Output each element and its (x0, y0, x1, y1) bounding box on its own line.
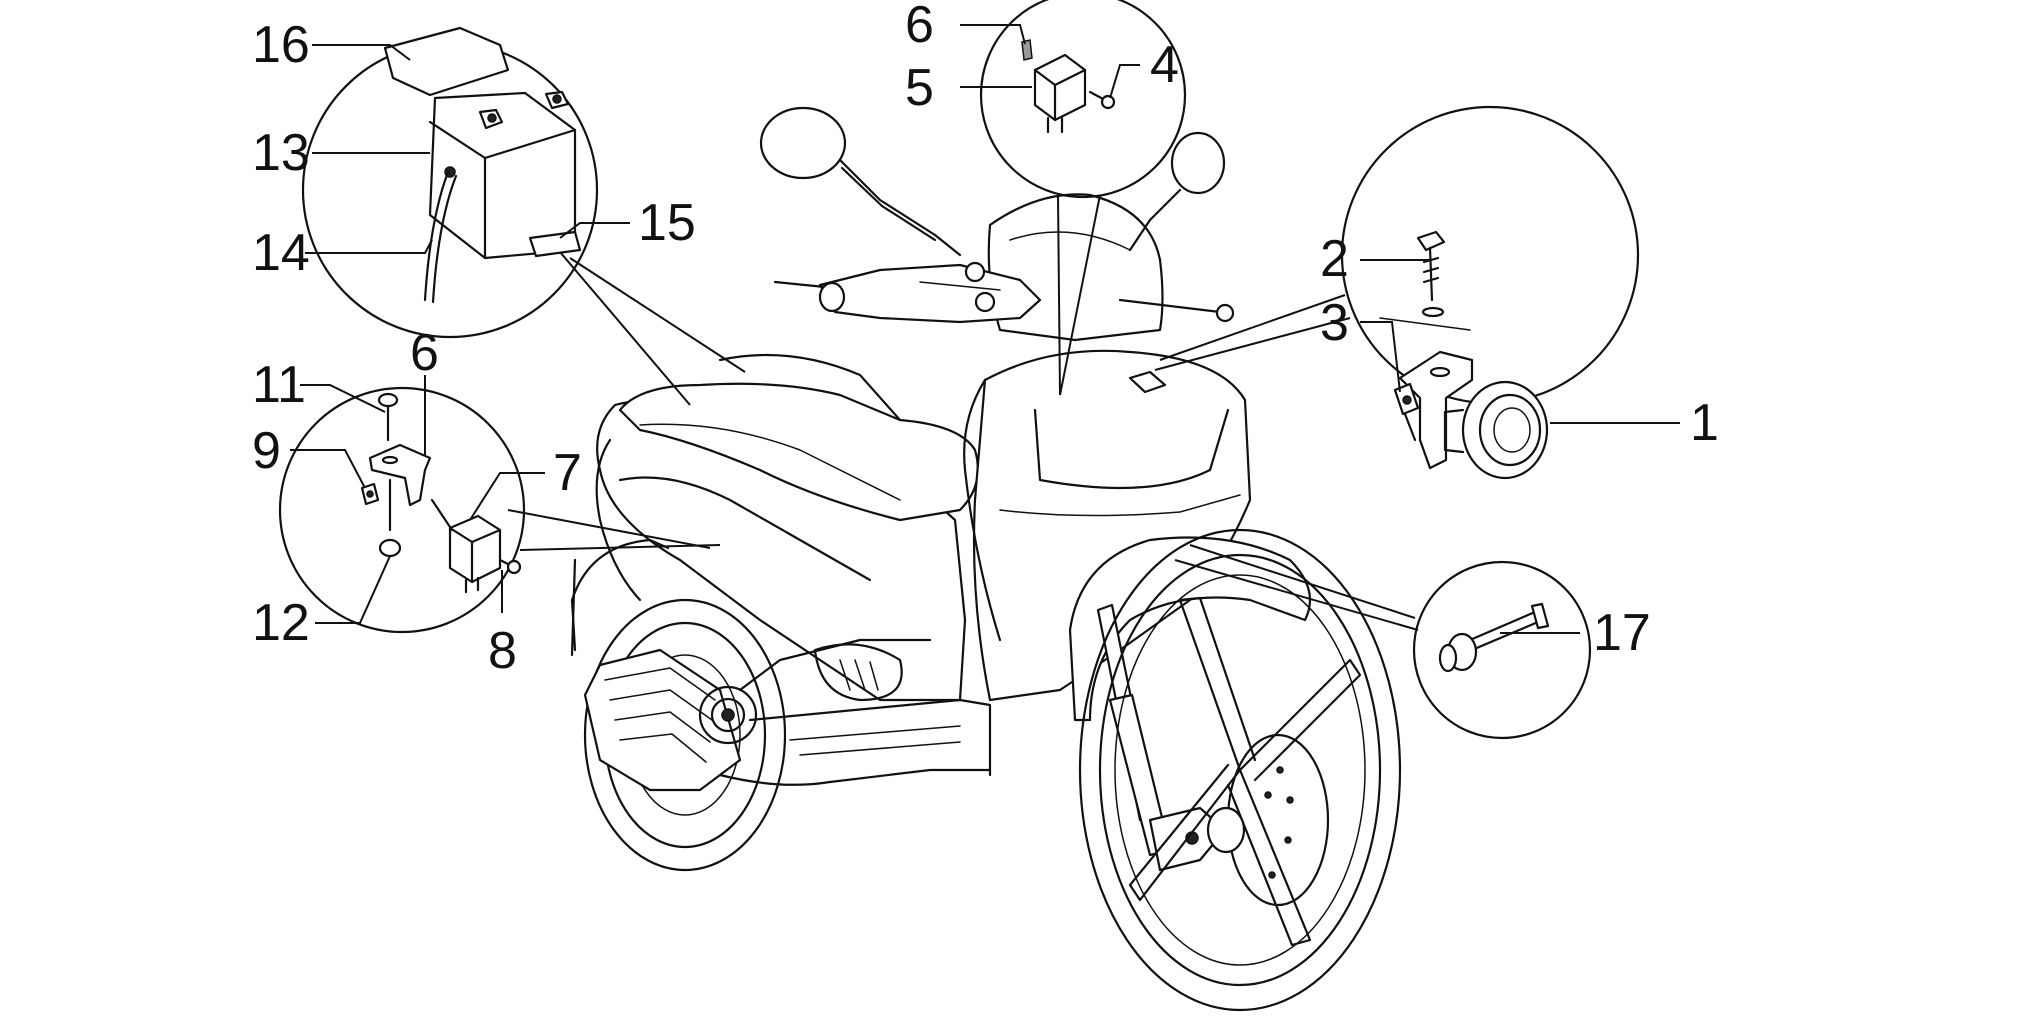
callout-4: 4 (1150, 36, 1179, 94)
relay-top-detail-circle (979, 0, 1187, 199)
callout-13: 13 (252, 124, 310, 182)
bolt-detail-group (1174, 544, 1592, 740)
relay-left-clip (360, 482, 380, 506)
relay-top-screw (1088, 90, 1116, 110)
exhaust-cover (583, 648, 742, 792)
callout-11: 11 (252, 356, 306, 414)
relay-left-detail-circle (278, 386, 526, 634)
callout-5: 5 (905, 59, 934, 117)
callout-3: 3 (1320, 294, 1349, 352)
battery-cover (383, 26, 510, 97)
handlebar (773, 261, 1235, 324)
relay-left-detail-group (278, 386, 721, 634)
relay-top (1033, 53, 1087, 134)
bolt-17 (1438, 602, 1550, 673)
relay-left-screw (498, 558, 522, 575)
callout-7: 7 (553, 444, 582, 502)
battery-vent-hose (423, 170, 458, 304)
callout-1: 1 (1690, 394, 1719, 452)
callout-14: 14 (252, 224, 310, 282)
horn (1443, 380, 1549, 480)
callout-6-left: 6 (410, 324, 439, 382)
seat (618, 353, 979, 522)
horn-bolt (1416, 230, 1446, 318)
relay-left-nut (378, 478, 402, 558)
callout-2: 2 (1320, 230, 1349, 288)
leader-lines (290, 24, 1680, 634)
callout-15: 15 (638, 194, 696, 252)
horn-detail-circle (1340, 105, 1640, 405)
bolt-detail-circle (1412, 560, 1592, 740)
relay-top-clip (1021, 39, 1033, 61)
relay-top-detail-group (979, 0, 1187, 396)
front-body (963, 349, 1252, 702)
battery-pointer-line (559, 251, 691, 406)
callout-8: 8 (488, 622, 517, 680)
battery (428, 90, 577, 260)
relay-left-bracket (368, 443, 432, 507)
battery-detail-group (301, 26, 746, 406)
front-wheel (1078, 528, 1402, 1012)
mirror-left (759, 106, 962, 257)
callout-9: 9 (252, 422, 281, 480)
callout-6-top: 6 (905, 0, 934, 54)
callout-16: 16 (252, 16, 310, 74)
rear-wheel (583, 598, 787, 872)
rear-hub (698, 685, 758, 745)
mirror-right (1128, 131, 1226, 252)
horn-bracket (1379, 317, 1474, 470)
battery-pad (528, 230, 582, 258)
callout-17: 17 (1593, 604, 1651, 662)
relay-left (430, 498, 502, 594)
horn-detail-group (1154, 105, 1640, 480)
callout-12: 12 (252, 594, 310, 652)
callout-labels: 16 13 14 15 6 5 4 2 3 1 17 11 6 9 7 8 12 (252, 0, 1719, 680)
scooter-drawing (570, 106, 1402, 1012)
relay-left-bolt (377, 392, 399, 442)
